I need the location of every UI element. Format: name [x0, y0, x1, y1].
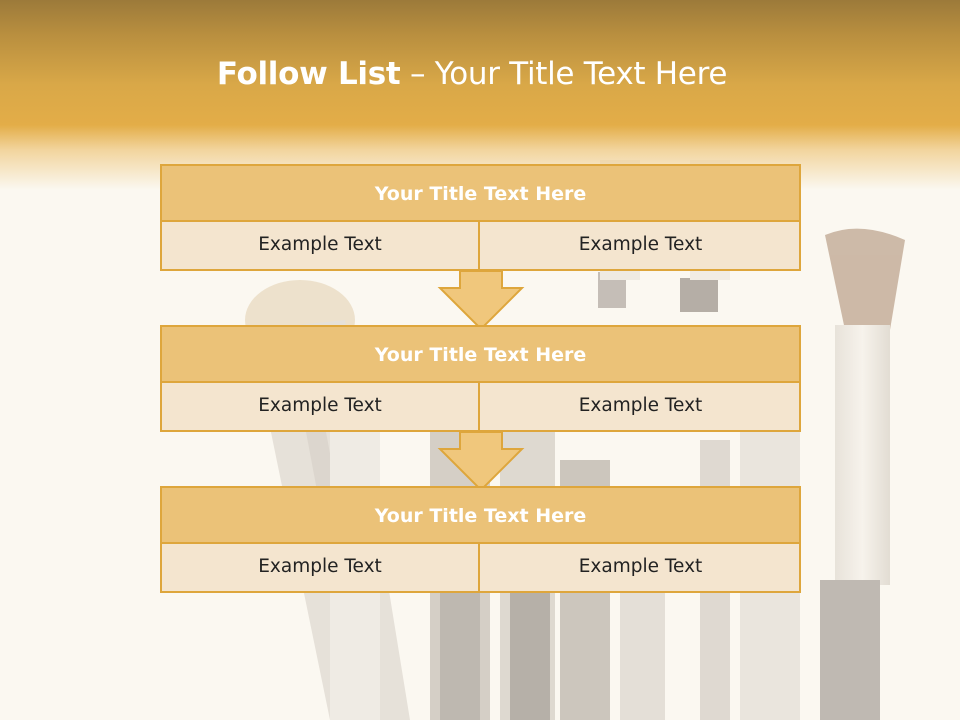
- list-block-2: Your Title Text Here Example Text Exampl…: [160, 325, 801, 432]
- block-title: Your Title Text Here: [162, 488, 799, 544]
- block-left-cell: Example Text: [162, 222, 480, 269]
- down-arrow-icon: [437, 270, 525, 331]
- slide-title-bold: Follow List: [216, 56, 401, 92]
- title-band: [0, 0, 960, 190]
- block-right-cell: Example Text: [578, 234, 703, 255]
- block-right-cell: Example Text: [578, 395, 703, 416]
- list-block-1: Your Title Text Here Example Text Exampl…: [160, 164, 801, 271]
- block-left-cell: Example Text: [162, 544, 480, 591]
- block-title: Your Title Text Here: [162, 166, 799, 222]
- down-arrow-icon: [437, 431, 525, 492]
- list-block-3: Your Title Text Here Example Text Exampl…: [160, 486, 801, 593]
- slide-title-rest: – Your Title Text Here: [400, 56, 728, 92]
- block-left-cell: Example Text: [162, 383, 480, 430]
- block-right-cell: Example Text: [578, 556, 703, 577]
- slide-title: Follow List – Your Title Text Here: [0, 56, 944, 92]
- block-title: Your Title Text Here: [162, 327, 799, 383]
